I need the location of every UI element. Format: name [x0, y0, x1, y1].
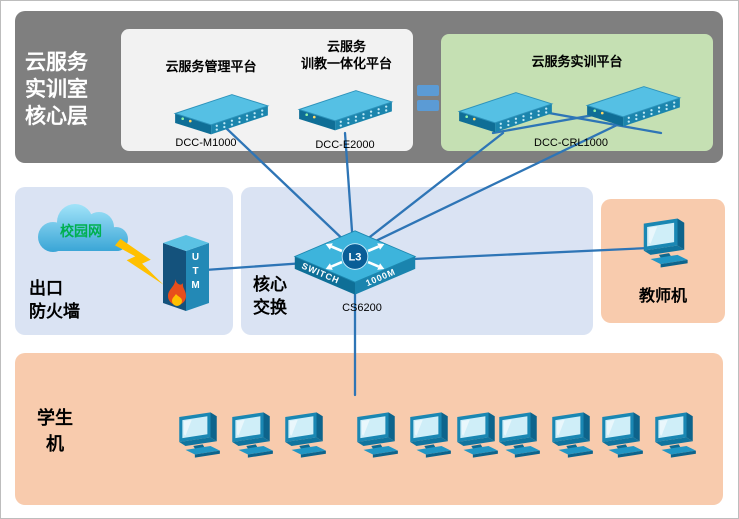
management-platform-label: 云服务管理平台: [165, 59, 257, 74]
teacher-computer-icon: [637, 215, 691, 271]
lightning-bolt-icon: [115, 238, 164, 285]
flame-icon: [168, 279, 186, 305]
student-zone-label-line-1: 学生: [37, 408, 73, 428]
integrated-platform-label-line-1: 云服务: [326, 39, 366, 54]
firewall-zone-label-line-1: 出口: [29, 279, 63, 298]
student-computer-icon: [279, 409, 329, 461]
core-switch-icon: L3 SWITCH 1000M: [293, 230, 417, 295]
server-dcc-crl1000-right-icon: [581, 79, 686, 132]
switch-device-label: CS6200: [342, 302, 382, 314]
switch-zone-label-line-1: 核心: [253, 275, 287, 294]
campus-network-label: 校园网: [60, 223, 102, 239]
link-switch-crl-right: [357, 123, 619, 251]
switch-l3-badge: L3: [349, 252, 362, 264]
panel-connector-bottom: [417, 100, 439, 111]
student-computer-icon: [173, 409, 223, 461]
student-computer-icon: [226, 409, 276, 461]
training-platform-label: 云服务实训平台: [531, 54, 623, 69]
student-computer-icon: [546, 409, 596, 461]
server-dcc-m1000-icon: [169, 87, 274, 140]
link-switch-e2000: [343, 131, 355, 247]
core-title-line-3: 核心层: [25, 105, 88, 128]
student-zone-label-line-2: 机: [46, 434, 64, 454]
device-label-m1000: DCC-M1000: [175, 137, 237, 149]
switch-zone-label-line-2: 交换: [253, 298, 287, 317]
training-platform-panel: [441, 34, 713, 151]
link-switch-teacher: [411, 246, 651, 261]
campus-network-cloud-icon: [38, 204, 128, 252]
core-title-line-2: 实训室: [25, 78, 88, 101]
server-dcc-e2000-icon: [293, 83, 398, 136]
student-zone-label: 学生 机: [26, 405, 84, 457]
core-layer-title: 云服务 实训室 核心层: [25, 49, 127, 130]
panel-connector-top: [417, 85, 439, 96]
server-dcc-crl1000-left-icon: [453, 85, 558, 138]
integrated-platform-label-line-2: 训教一体化平台: [300, 56, 392, 71]
utm-label: UTM: [190, 252, 201, 294]
core-title-line-1: 云服务: [25, 51, 88, 74]
link-switch-crl-left: [355, 131, 505, 249]
utm-firewall-tower: [163, 235, 209, 311]
device-label-e2000: DCC-E2000: [315, 139, 375, 151]
teacher-zone-label: 教师机: [638, 288, 687, 305]
integrated-platform-label: 云服务 训教一体化平台: [284, 38, 409, 72]
management-platforms-panel: [121, 29, 413, 151]
firewall-zone-label: 出口 防火墙: [29, 277, 80, 323]
student-computer-icon: [351, 409, 401, 461]
firewall-zone-label-line-2: 防火墙: [29, 302, 80, 321]
student-computer-icon: [596, 409, 646, 461]
student-computer-icon: [493, 409, 543, 461]
student-computer-icon: [404, 409, 454, 461]
utm-firewall-icon: UTM: [159, 231, 213, 315]
link-switch-m1000: [223, 125, 353, 249]
device-label-crl1000: DCC-CRL1000: [534, 137, 608, 149]
switch-zone-label: 核心 交换: [253, 273, 287, 319]
student-computer-icon: [649, 409, 699, 461]
